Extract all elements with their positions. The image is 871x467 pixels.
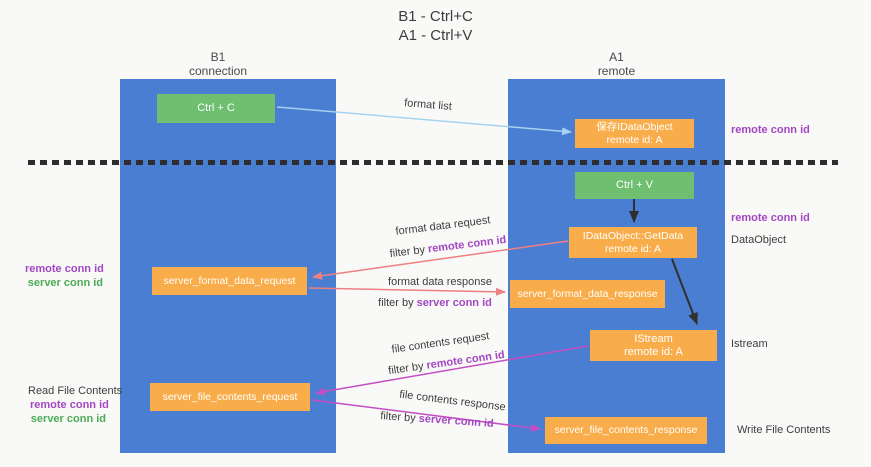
save-idataobject-box: 保存IDataObject remote id: A: [575, 119, 694, 148]
right-column-role: remote: [597, 64, 636, 78]
filter-by-prefix: filter by: [389, 243, 429, 261]
ctrl-v-label: Ctrl + V: [616, 179, 653, 191]
title-line-2: A1 - Ctrl+V: [398, 27, 473, 44]
phase-divider-dashed-line: [28, 160, 838, 165]
remote-conn-id-tag: remote conn id: [427, 233, 507, 256]
server-format-data-request-box: server_format_data_request: [152, 267, 307, 295]
filter-by-prefix: filter by: [379, 410, 420, 425]
save-idataobject-line1: 保存IDataObject: [596, 120, 673, 133]
istream-line1: IStream: [634, 332, 673, 345]
ctrl-c-box: Ctrl + C: [157, 94, 275, 123]
right-column-name: A1: [609, 50, 624, 64]
left-column-name: B1: [210, 50, 226, 64]
filter-by-prefix: filter by: [378, 297, 417, 309]
istream-annotation: Istream: [731, 338, 768, 350]
file-contents-response-label: file contents response: [398, 388, 507, 414]
server-conn-id-tag: server conn id: [30, 413, 106, 425]
title-line-1: B1 - Ctrl+C: [398, 8, 473, 25]
left-column-header: B1 connection: [110, 50, 326, 78]
format-data-response-label: format data response: [388, 276, 492, 288]
format-list-label: format list: [403, 97, 453, 113]
remote-conn-id-annotation-mid: remote conn id: [731, 212, 810, 224]
dataobject-annotation: DataObject: [731, 234, 787, 246]
getdata-box: IDataObject::GetData remote id: A: [569, 227, 697, 258]
remote-conn-id-tag: remote conn id: [25, 263, 104, 275]
getdata-line2: remote id: A: [604, 242, 662, 255]
istream-line2: remote id: A: [624, 345, 683, 358]
server-format-data-response-label: server_format_data_response: [517, 287, 658, 300]
server-file-contents-request-box: server_file_contents_request: [150, 383, 310, 411]
left-conn-id-annotation-top: remote conn id server conn id: [25, 262, 104, 290]
format-data-response-arrow: [308, 287, 506, 296]
remote-conn-id-tag: remote conn id: [30, 399, 109, 411]
getdata-line1: IDataObject::GetData: [582, 229, 684, 242]
left-column-role: connection: [188, 64, 248, 78]
right-column-header: A1 remote: [508, 50, 725, 78]
server-file-contents-response-label: server_file_contents_response: [554, 424, 698, 436]
save-idataobject-line2: remote id: A: [606, 133, 663, 146]
ctrl-c-label: Ctrl + C: [197, 102, 235, 114]
write-file-contents-annotation: Write File Contents: [737, 424, 831, 436]
remote-conn-id-tag: remote conn id: [425, 348, 506, 372]
ctrl-v-box: Ctrl + V: [575, 172, 694, 199]
left-conn-id-annotation-bottom: remote conn id server conn id: [30, 398, 109, 426]
format-response-filter-label: filter by server conn id: [370, 297, 500, 309]
server-conn-id-tag: server conn id: [418, 412, 495, 430]
server-file-contents-request-label: server_file_contents_request: [162, 390, 298, 403]
filter-by-prefix: filter by: [387, 359, 428, 378]
server-format-data-response-box: server_format_data_response: [510, 280, 665, 308]
server-format-data-request-label: server_format_data_request: [163, 274, 296, 287]
diagram-title: B1 - Ctrl+C A1 - Ctrl+V: [0, 7, 871, 45]
istream-box: IStream remote id: A: [590, 330, 717, 361]
remote-conn-id-annotation-top: remote conn id: [731, 124, 810, 136]
server-conn-id-tag: server conn id: [416, 297, 492, 309]
file-response-filter-label: filter by server conn id: [372, 409, 503, 430]
server-conn-id-tag: server conn id: [27, 277, 103, 289]
read-file-contents-annotation: Read File Contents: [28, 385, 123, 397]
server-file-contents-response-box: server_file_contents_response: [545, 417, 707, 444]
